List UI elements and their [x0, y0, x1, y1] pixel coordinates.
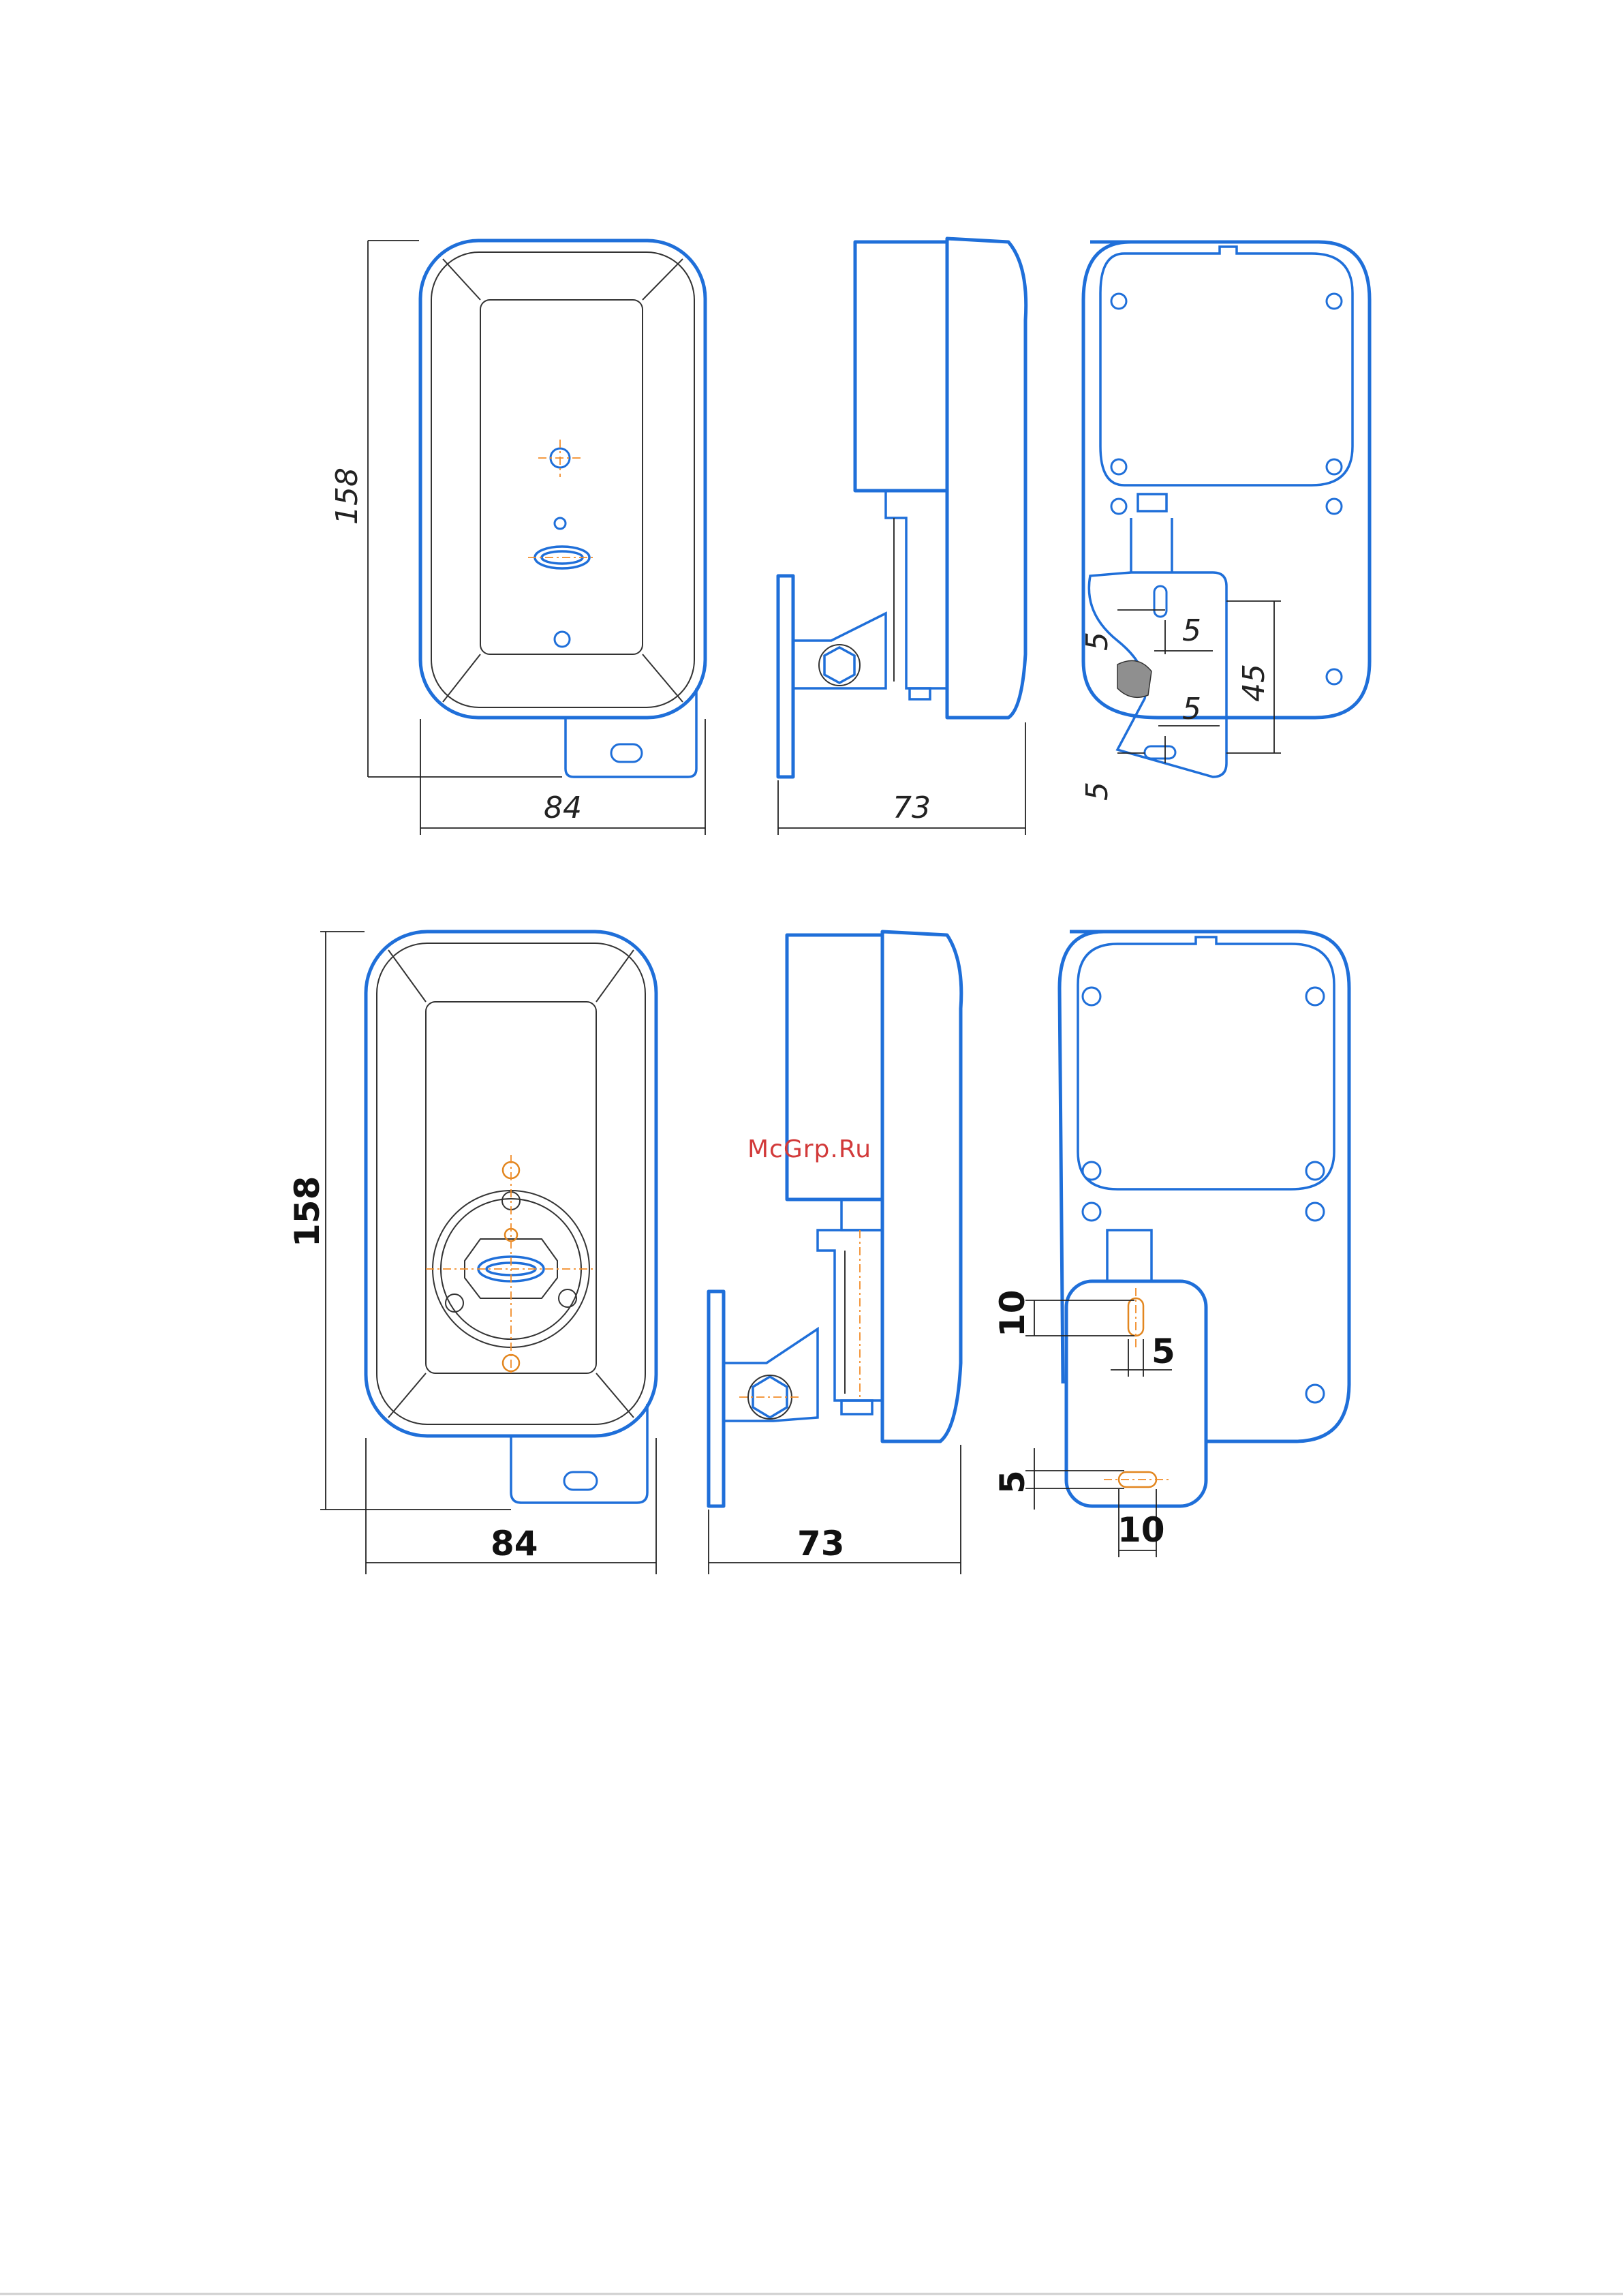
- top-rear-slot-upper: [1154, 586, 1166, 617]
- bottom-rear-dim-2: 5: [993, 1470, 1032, 1494]
- bottom-front-screw-right: [559, 1289, 576, 1307]
- top-front-panel: [480, 300, 643, 654]
- bottom-rear-dim-0: 10: [993, 1289, 1032, 1337]
- bottom-front-width-label: 84: [491, 1524, 538, 1563]
- bottom-front-panel: [426, 1002, 596, 1373]
- bottom-side-mount-top: [841, 1199, 882, 1230]
- top-front-hole-lower: [555, 632, 570, 647]
- top-rear-dim-2: 45: [1237, 664, 1271, 702]
- top-bracket-slot: [611, 744, 642, 762]
- bottom-rear-screw-tl: [1083, 988, 1100, 1005]
- bottom-front-view: 158 84: [288, 932, 656, 1574]
- bottom-rear-screw-tr: [1306, 988, 1324, 1005]
- bottom-side-mount-block: [818, 1230, 882, 1400]
- bottom-front-height-label: 158: [288, 1176, 327, 1247]
- top-front-height-label: 158: [330, 468, 365, 525]
- bottom-rear-cover-plate: [1078, 937, 1334, 1189]
- bottom-bracket-slot: [564, 1472, 597, 1490]
- top-rear-cover-plate: [1100, 247, 1352, 485]
- top-side-view: 73: [778, 239, 1026, 835]
- top-side-arm: [793, 613, 886, 688]
- top-side-rear-housing: [855, 242, 947, 491]
- watermark: McGrp.Ru: [747, 1135, 871, 1163]
- top-rear-screw-br: [1327, 669, 1342, 684]
- top-side-front-cover: [947, 239, 1026, 718]
- top-front-hole-small: [555, 518, 566, 529]
- bottom-drawing-set: 158 84 73 McGrp.Ru: [288, 932, 1349, 1574]
- top-rear-dim-3: 5: [1182, 692, 1201, 726]
- bottom-rear-stem: [1107, 1230, 1151, 1281]
- top-rear-screw-tr: [1327, 294, 1342, 309]
- top-side-depth-label: 73: [893, 791, 931, 825]
- bottom-rear-screw-br: [1306, 1385, 1324, 1403]
- bottom-rear-view: 10 5 5 10: [993, 932, 1349, 1557]
- bottom-side-depth-label: 73: [797, 1524, 845, 1563]
- top-side-mount-block: [886, 491, 947, 688]
- top-rear-dim-4: 5: [1080, 782, 1115, 801]
- top-rear-screw-mr: [1327, 459, 1342, 474]
- top-rear-screw-ml: [1111, 459, 1126, 474]
- bottom-side-view: 73: [709, 932, 961, 1574]
- top-front-width-label: 84: [544, 791, 582, 825]
- top-front-bracket: [566, 688, 696, 777]
- top-rear-tab: [1138, 494, 1166, 511]
- top-rear-view: 5 5 45 5 5: [1080, 242, 1370, 801]
- bottom-rear-dim-3: 10: [1117, 1510, 1165, 1550]
- top-rear-dim-0: 5: [1080, 632, 1115, 651]
- bottom-rear-screw-l2: [1083, 1203, 1100, 1221]
- top-drawing-set: 158 84 73: [330, 239, 1370, 835]
- top-rear-slot-lower: [1145, 746, 1175, 759]
- bottom-front-screw-left: [446, 1294, 463, 1312]
- top-rear-screw-r2: [1327, 499, 1342, 514]
- bottom-rear-screw-ml: [1083, 1162, 1100, 1180]
- bottom-side-screw-head: [841, 1400, 872, 1414]
- bottom-rear-dim-1: 5: [1151, 1332, 1175, 1371]
- top-rear-screw-l2: [1111, 499, 1126, 514]
- bottom-rear-screw-r2: [1306, 1203, 1324, 1221]
- bottom-side-front-cover: [882, 932, 961, 1441]
- top-rear-dim-1: 5: [1182, 613, 1201, 648]
- bottom-rear-screw-mr: [1306, 1162, 1324, 1180]
- bottom-side-wall-plate: [709, 1291, 724, 1506]
- top-side-hex-nut: [824, 647, 854, 683]
- top-rear-hatched-section: [1117, 660, 1151, 697]
- top-side-screw-head: [910, 688, 930, 699]
- top-front-view: 158 84: [330, 241, 705, 835]
- top-side-wall-plate: [778, 576, 793, 777]
- top-rear-screw-tl: [1111, 294, 1126, 309]
